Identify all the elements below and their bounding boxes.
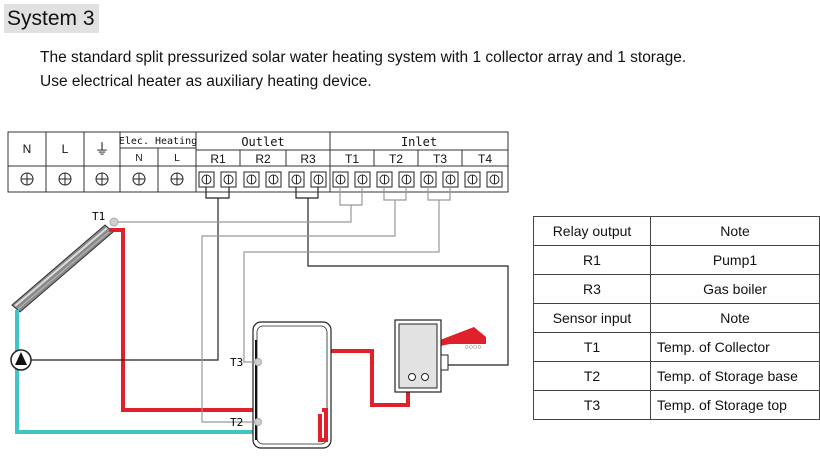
label-r3: R3 xyxy=(300,152,316,166)
table-row: T1 Temp. of Collector xyxy=(533,332,820,362)
table-row: Sensor input Note xyxy=(533,303,820,333)
table-row: T3 Temp. of Storage top xyxy=(533,390,820,420)
terminal-block xyxy=(7,131,509,193)
terminal-icon xyxy=(486,171,503,188)
screw-icon xyxy=(170,172,184,186)
sensor-t3-icon xyxy=(254,358,262,366)
sensor-t2-icon xyxy=(254,418,262,426)
pump-icon xyxy=(10,349,32,371)
table-row: T2 Temp. of Storage base xyxy=(533,361,820,391)
label-outlet: Outlet xyxy=(241,135,284,149)
note-header: Note xyxy=(650,216,820,246)
screw-icon xyxy=(20,172,34,186)
solar-collector xyxy=(11,224,114,313)
relay-wiring xyxy=(31,187,509,366)
label-power-l: L xyxy=(62,142,69,156)
sensor-t1-label: T1 xyxy=(92,210,105,223)
gas-boiler xyxy=(394,319,449,393)
relay-cell: R1 xyxy=(533,245,651,275)
screw-icon xyxy=(132,172,146,186)
label-r1: R1 xyxy=(210,152,226,166)
sensor-input-header: Sensor input xyxy=(533,303,651,333)
note-cell: Temp. of Collector xyxy=(650,332,820,362)
terminal-icon xyxy=(243,171,260,188)
sensor-t1-icon xyxy=(109,217,119,227)
screw-icon xyxy=(58,172,72,186)
label-r2: R2 xyxy=(255,152,271,166)
terminal-icon xyxy=(354,171,371,188)
sensor-t2-label: T2 xyxy=(230,416,243,429)
label-heating-n: N xyxy=(135,153,142,164)
terminal-icon xyxy=(220,171,237,188)
screw-icon xyxy=(95,172,109,186)
terminal-icon xyxy=(376,171,393,188)
sensor-cell: T3 xyxy=(533,390,651,420)
label-t4-input: T4 xyxy=(478,152,492,166)
terminal-icon xyxy=(332,171,349,188)
earth-icon: ⏚ xyxy=(94,141,109,158)
sensor-cell: T2 xyxy=(533,361,651,391)
notes-table: Relay output Note R1 Pump1 R3 Gas boiler… xyxy=(533,216,820,420)
sensor-wiring xyxy=(116,187,451,423)
sensor-dots xyxy=(109,217,262,426)
sensor-t3-label: T3 xyxy=(230,356,243,369)
note-cell: Temp. of Storage top xyxy=(650,390,820,420)
terminal-icon xyxy=(442,171,459,188)
heater-terminals-label: ○○○○ xyxy=(465,344,482,351)
label-inlet: Inlet xyxy=(401,135,437,149)
note-cell: Temp. of Storage base xyxy=(650,361,820,391)
note-cell: Gas boiler xyxy=(650,274,820,304)
terminal-labels: N L ⏚ Elec. Heating N L Outlet Inlet R1 … xyxy=(23,135,493,166)
terminal-icon xyxy=(288,171,305,188)
label-elec-heating: Elec. Heating xyxy=(119,136,197,147)
description-line-1: The standard split pressurized solar wat… xyxy=(40,49,687,66)
label-power-n: N xyxy=(23,142,32,156)
relay-output-header: Relay output xyxy=(533,216,651,246)
description-line-2: Use electrical heater as auxiliary heati… xyxy=(40,73,372,90)
label-t1-input: T1 xyxy=(345,152,359,166)
label-t3-input: T3 xyxy=(433,152,447,166)
terminal-icon xyxy=(398,171,415,188)
power-screws xyxy=(20,172,184,186)
signal-terminals xyxy=(198,171,503,188)
page-title: System 3 xyxy=(4,4,99,33)
storage-tank xyxy=(252,321,332,449)
table-row: R1 Pump1 xyxy=(533,245,820,275)
terminal-icon xyxy=(464,171,481,188)
terminal-icon xyxy=(265,171,282,188)
note-header: Note xyxy=(650,303,820,333)
relay-cell: R3 xyxy=(533,274,651,304)
label-t2-input: T2 xyxy=(389,152,403,166)
terminal-icon xyxy=(310,171,327,188)
note-cell: Pump1 xyxy=(650,245,820,275)
table-row: Relay output Note xyxy=(533,216,820,246)
label-heating-l: L xyxy=(174,153,180,164)
table-row: R3 Gas boiler xyxy=(533,274,820,304)
sensor-cell: T1 xyxy=(533,332,651,362)
terminal-icon xyxy=(198,171,215,188)
terminal-icon xyxy=(420,171,437,188)
hot-pipe xyxy=(109,228,486,412)
